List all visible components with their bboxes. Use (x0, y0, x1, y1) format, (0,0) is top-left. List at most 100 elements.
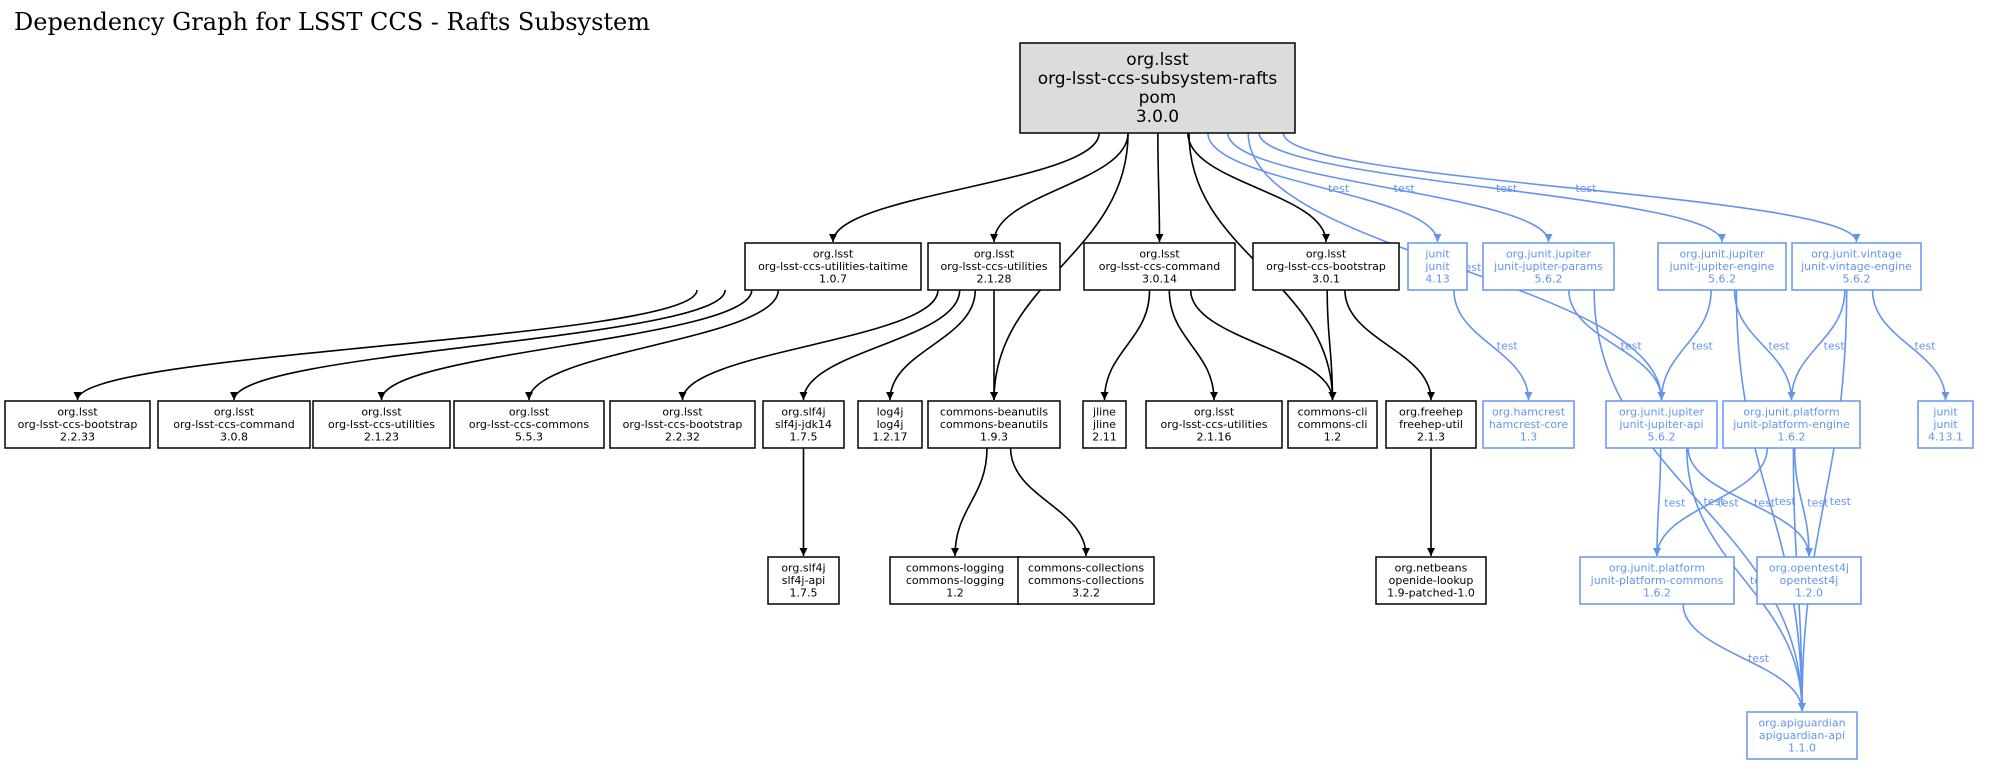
node-root: org.lsstorg-lsst-ccs-subsystem-raftspom3… (1019, 42, 1296, 134)
edge-pengine-to-opentest (1793, 447, 1813, 557)
node-label-line: 2.2.32 (665, 431, 700, 444)
node-label-line: org-lsst-ccs-command (173, 418, 295, 431)
graph-title: Dependency Graph for LSST CCS - Rafts Su… (14, 8, 650, 36)
node-box (1791, 242, 1922, 291)
node-box (857, 400, 923, 449)
edge-cmd3014-to-cli (1189, 289, 1337, 401)
node-label-line: org.junit.platform (1743, 406, 1839, 419)
edge-vintage-to-junit4131 (1871, 289, 1950, 401)
node-box (312, 400, 451, 449)
node-label-line: 1.9.3 (980, 431, 1008, 444)
node-label-line: junit-vintage-engine (1800, 260, 1912, 273)
node-label-line: 2.2.33 (60, 431, 95, 444)
edge-label: test (1768, 340, 1790, 353)
node-label-line: 3.0.14 (1142, 273, 1177, 286)
edge-root-to-vintage (1282, 132, 1861, 243)
node-label-line: 1.6.2 (1778, 431, 1806, 444)
node-label-line: apiguardian-api (1759, 729, 1845, 742)
edge-util2128-to-log4j (886, 289, 977, 401)
edge-boot301-to-freehep (1344, 289, 1435, 401)
node-label-line: 2.11 (1092, 431, 1117, 444)
edge-vintage-to-pengine (1787, 289, 1846, 401)
edge-root-to-util2128 (990, 132, 1129, 243)
edge-root-to-jengine (1258, 132, 1726, 243)
node-label-line: 2.1.23 (364, 431, 399, 444)
node-label-line: junit (1424, 248, 1450, 261)
node-label-line: 2.1.3 (1417, 431, 1445, 444)
node-label-line: org-lsst-ccs-command (1099, 260, 1221, 273)
edge-junit413-to-hamcrest (1453, 289, 1533, 401)
node-label-line: org.lsst (361, 406, 402, 419)
node-box (744, 242, 922, 291)
edge-label: test (1824, 340, 1846, 353)
node-box (1252, 242, 1400, 291)
node-label-line: org-lsst-ccs-subsystem-rafts (1038, 69, 1278, 89)
node-label-line: org.junit.vintage (1811, 248, 1902, 261)
node-label-line: 1.7.5 (790, 587, 818, 600)
node-box (762, 400, 845, 449)
edge-pcommons-to-apiguardian (1682, 603, 1806, 712)
node-box (1082, 400, 1127, 449)
node-box (1722, 400, 1861, 449)
edge-root-to-taitime (829, 132, 1100, 243)
node-label-line: commons-logging (906, 562, 1004, 575)
node-label-line: 3.0.1 (1312, 273, 1340, 286)
node-label-line: 1.3 (1520, 431, 1538, 444)
node-label-line: org.slf4j (781, 406, 825, 419)
edge-boot301-to-cli (1326, 289, 1337, 401)
node-label-line: junit (1932, 406, 1958, 419)
node-openide: org.netbeansopenide-lookup1.9-patched-1.… (1375, 556, 1487, 605)
node-box (4, 400, 151, 449)
node-label-line: org.lsst (662, 406, 703, 419)
edge-beanutils-to-logging (951, 447, 988, 557)
edge-label: test (1621, 340, 1643, 353)
edge-japi-to-pcommons (1653, 447, 1662, 557)
node-box (1917, 400, 1974, 449)
edge-label: test (1496, 182, 1518, 195)
edge-cmd3014-to-util2116 (1168, 289, 1218, 401)
node-box (609, 400, 756, 449)
node-label-line: openide-lookup (1389, 574, 1474, 587)
edge-japi-to-apiguardian (1685, 447, 1806, 712)
node-box (1375, 556, 1487, 605)
edge-label: test (1754, 497, 1776, 510)
edge-label: test (1807, 497, 1829, 510)
node-label-line: 1.7.5 (790, 431, 818, 444)
edge-label: test (1718, 497, 1740, 510)
node-label-line: 5.6.2 (1708, 273, 1736, 286)
node-label-line: commons-cli (1298, 406, 1368, 419)
edge-root-to-cmd3014 (1155, 132, 1164, 243)
node-box (1746, 711, 1858, 760)
node-box (1657, 242, 1787, 291)
node-label-line: jline (1092, 418, 1116, 431)
node-box (1756, 556, 1862, 605)
edge-label: test (1664, 497, 1686, 510)
node-label-line: org-lsst-ccs-commons (469, 418, 590, 431)
node-label-line: 1.9-patched-1.0 (1387, 587, 1475, 600)
node-label-line: 3.0.8 (220, 431, 248, 444)
node-jengine: org.junit.jupiterjunit-jupiter-engine5.6… (1657, 242, 1787, 291)
node-label-line: jline (1092, 406, 1116, 419)
edge-jengine-to-apiguardian (1735, 289, 1806, 712)
node-box (1083, 242, 1236, 291)
node-label-line: org-lsst-ccs-bootstrap (623, 418, 743, 431)
node-label-line: junit-jupiter-engine (1669, 260, 1775, 273)
edge-taitime-to-util2123 (377, 289, 753, 401)
node-label-line: org.hamcrest (1492, 406, 1566, 419)
node-label-line: org.junit.platform (1609, 562, 1705, 575)
node-label-line: org.lsst (974, 248, 1015, 261)
node-label-line: org.opentest4j (1769, 562, 1849, 575)
node-label-line: pom (1139, 88, 1177, 108)
node-label-line: org.junit.jupiter (1619, 406, 1705, 419)
